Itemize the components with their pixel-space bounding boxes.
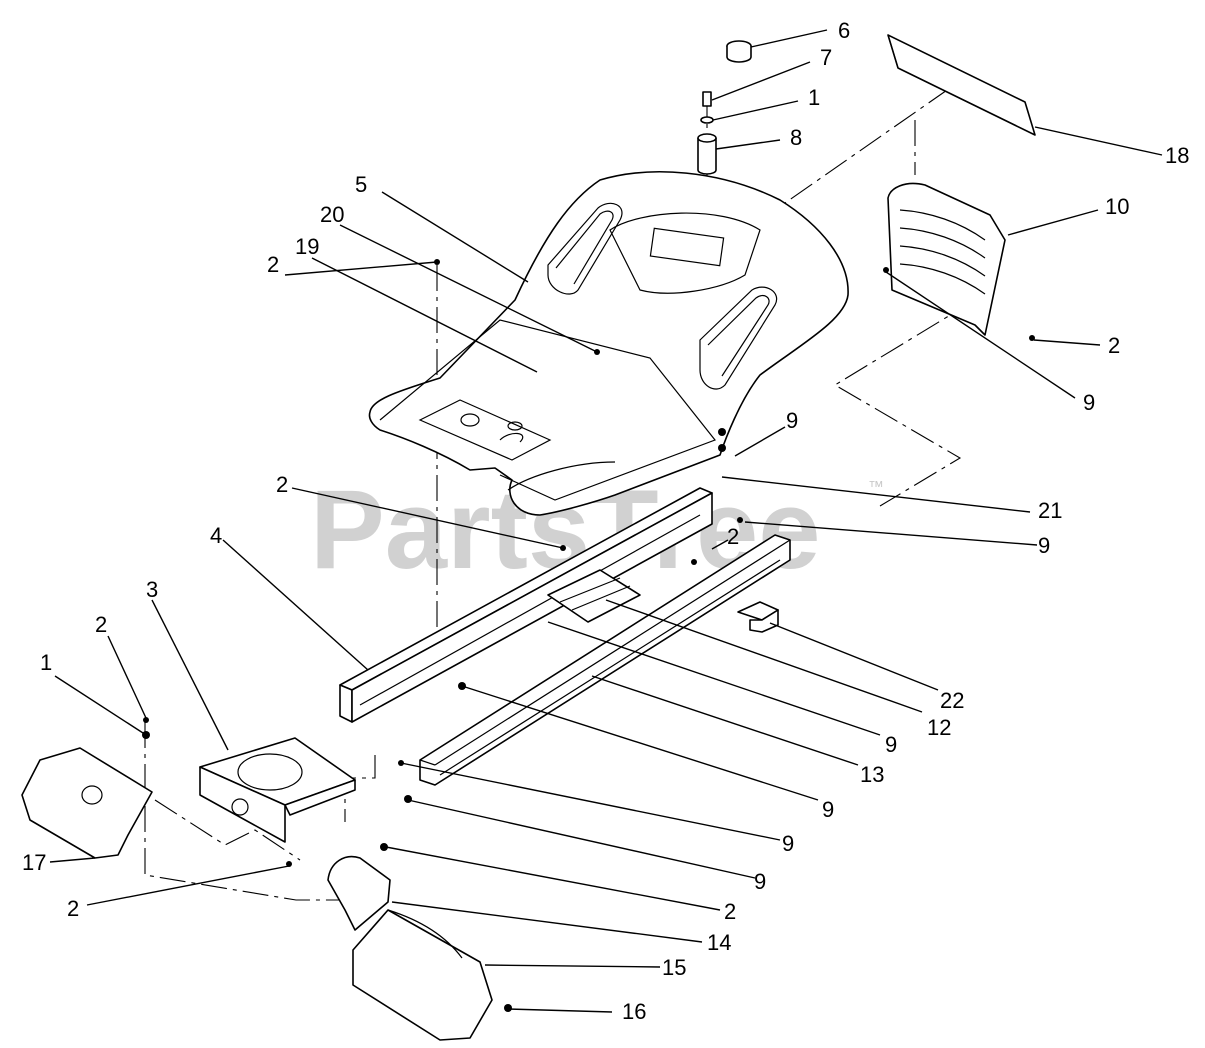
callout-13[interactable]: 13	[860, 762, 884, 787]
seat-mount-stack	[697, 40, 752, 175]
callout-16[interactable]: 16	[622, 999, 646, 1024]
part-14-cover	[327, 855, 391, 931]
callout-7[interactable]: 7	[820, 45, 832, 70]
callout-2[interactable]: 2	[276, 472, 288, 497]
callout-2[interactable]: 2	[95, 612, 107, 637]
callout-14[interactable]: 14	[707, 930, 731, 955]
callout-1[interactable]: 1	[808, 85, 820, 110]
leader-lines	[49, 29, 1163, 1013]
callout-18[interactable]: 18	[1165, 143, 1189, 168]
part-15-cover	[352, 909, 493, 1041]
part-22-bracket	[737, 601, 779, 633]
callout-15[interactable]: 15	[662, 955, 686, 980]
callout-10[interactable]: 10	[1105, 194, 1129, 219]
callout-22[interactable]: 22	[940, 688, 964, 713]
callout-2[interactable]: 2	[267, 252, 279, 277]
callout-9[interactable]: 9	[885, 732, 897, 757]
callout-20[interactable]: 20	[320, 202, 344, 227]
callout-2[interactable]: 2	[727, 524, 739, 549]
part-13-frame-rail	[419, 534, 791, 786]
callout-labels: 6 7 1 8 18 10 5 20 19 2 2 9 9 21 2 2 9 4…	[22, 18, 1189, 1024]
part-3-plate	[199, 737, 356, 843]
callout-9[interactable]: 9	[1038, 533, 1050, 558]
callout-17[interactable]: 17	[22, 850, 46, 875]
part-18-rod	[887, 34, 1036, 136]
callout-1[interactable]: 1	[40, 650, 52, 675]
callout-6[interactable]: 6	[838, 18, 850, 43]
callout-9[interactable]: 9	[782, 831, 794, 856]
callout-8[interactable]: 8	[790, 125, 802, 150]
callout-2[interactable]: 2	[724, 899, 736, 924]
part-12-crossmember	[547, 569, 641, 623]
part-5-fender	[368, 171, 849, 516]
callout-2[interactable]: 2	[1108, 333, 1120, 358]
callout-4[interactable]: 4	[210, 523, 222, 548]
callout-9[interactable]: 9	[754, 869, 766, 894]
callout-9[interactable]: 9	[822, 797, 834, 822]
callout-9[interactable]: 9	[786, 408, 798, 433]
callout-21[interactable]: 21	[1038, 498, 1062, 523]
part-17-bracket	[21, 747, 153, 859]
callout-9[interactable]: 9	[1083, 390, 1095, 415]
callout-12[interactable]: 12	[927, 715, 951, 740]
callout-3[interactable]: 3	[146, 577, 158, 602]
callout-5[interactable]: 5	[355, 172, 367, 197]
watermark-trademark: ™	[868, 479, 884, 496]
part-4-frame-rail	[339, 487, 713, 723]
callout-2[interactable]: 2	[67, 896, 79, 921]
callout-19[interactable]: 19	[295, 234, 319, 259]
part-10-shield	[887, 182, 1006, 336]
